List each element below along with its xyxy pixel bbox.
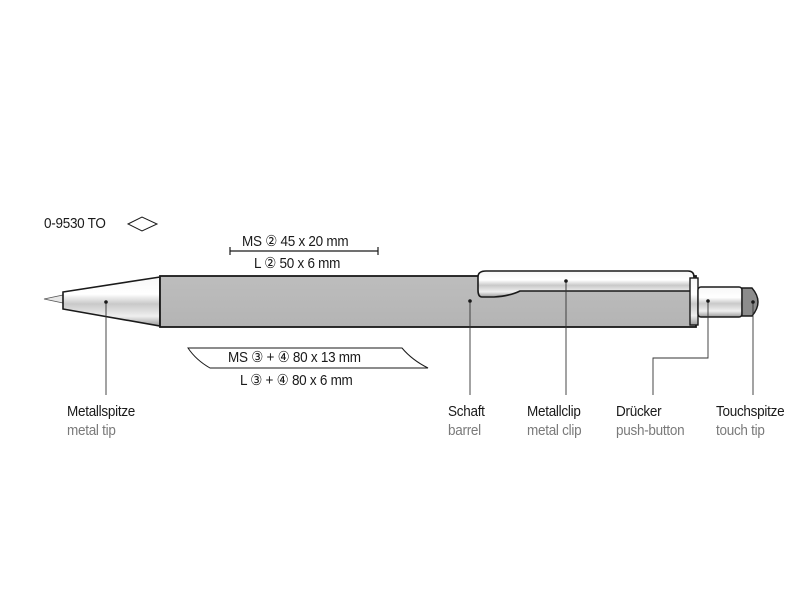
- print-upper-line1: MS ② 45 x 20 mm: [242, 233, 349, 250]
- push-button-shape: [697, 286, 743, 318]
- diamond-icon: [126, 216, 159, 232]
- lower-print-frame: [187, 347, 429, 369]
- label-touch-tip: Touchspitze touch tip: [716, 403, 792, 439]
- refill-point: [43, 294, 64, 304]
- end-ring: [689, 277, 699, 326]
- label-touch-tip-en: touch tip: [716, 422, 765, 439]
- label-touch-tip-de: Touchspitze: [716, 403, 785, 420]
- label-metal-tip-de: Metallspitze: [67, 403, 136, 420]
- label-barrel-de: Schaft: [448, 403, 485, 420]
- print-upper-line2: L ② 50 x 6 mm: [254, 255, 341, 272]
- label-metal-clip: Metallclip metal clip: [527, 403, 587, 439]
- metal-tip-shape: [62, 276, 161, 327]
- touch-tip-shape: [741, 287, 759, 317]
- label-metal-tip-en: metal tip: [67, 422, 116, 439]
- label-barrel-en: barrel: [448, 422, 481, 439]
- article-code: 0-9530 TO: [44, 215, 106, 232]
- label-push-button: Drücker push-button: [616, 403, 692, 439]
- label-push-button-en: push-button: [616, 422, 685, 439]
- label-push-button-de: Drücker: [616, 403, 662, 420]
- label-metal-tip: Metallspitze metal tip: [67, 403, 143, 439]
- label-metal-clip-en: metal clip: [527, 422, 582, 439]
- print-lower-line1: MS ③ + ④ 80 x 13 mm: [228, 349, 361, 366]
- clip-shape: [477, 270, 695, 298]
- label-barrel: Schaft barrel: [448, 403, 489, 439]
- label-metal-clip-de: Metallclip: [527, 403, 581, 420]
- leader-lines: [105, 281, 754, 395]
- print-lower-line2: L ③ + ④ 80 x 6 mm: [240, 372, 353, 389]
- leader-dots: [104, 279, 755, 304]
